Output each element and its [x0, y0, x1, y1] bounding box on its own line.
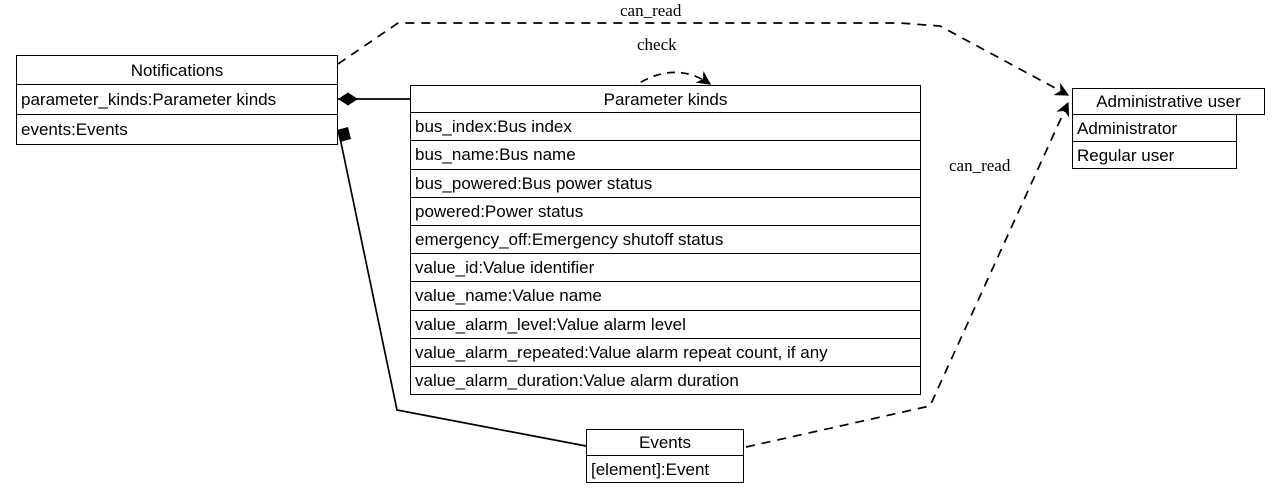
class-attribute-row: parameter_kinds:Parameter kinds — [16, 85, 338, 115]
class-attribute-row: bus_powered:Bus power status — [410, 169, 921, 198]
edge-label-can-read-right: can_read — [949, 156, 1011, 175]
class-attribute-row: powered:Power status — [410, 197, 921, 226]
class-attribute-row: Regular user — [1072, 142, 1237, 169]
class-attribute-row: bus_name:Bus name — [410, 141, 921, 170]
class-attribute-row: events:Events — [16, 115, 338, 145]
class-attribute-row: emergency_off:Emergency shutoff status — [410, 225, 921, 255]
class-attribute-row: value_alarm_repeated:Value alarm repeat … — [410, 338, 921, 367]
class-title-administrative-user: Administrative user — [1072, 88, 1265, 115]
class-box-events[interactable]: Events [element]:Event — [586, 429, 744, 483]
class-box-parameter-kinds[interactable]: Parameter kinds bus_index:Bus index bus_… — [410, 85, 921, 396]
class-box-notifications[interactable]: Notifications parameter_kinds:Parameter … — [16, 55, 338, 145]
class-attribute-row: value_alarm_duration:Value alarm duratio… — [410, 366, 921, 396]
class-title-notifications: Notifications — [16, 55, 338, 85]
edge-label-check: check — [637, 35, 677, 54]
class-attribute-row: value_id:Value identifier — [410, 254, 921, 283]
edge-notifications-composition-parameter-kinds — [338, 92, 410, 106]
edge-label-can-read-top: can_read — [620, 1, 682, 20]
class-attribute-row: bus_index:Bus index — [410, 113, 921, 142]
class-box-administrative-user[interactable]: Administrative user Administrator Regula… — [1072, 88, 1265, 169]
class-title-parameter-kinds: Parameter kinds — [410, 85, 921, 114]
class-attribute-row: [element]:Event — [586, 456, 744, 483]
class-title-events: Events — [586, 429, 744, 456]
class-attribute-row: value_alarm_level:Value alarm level — [410, 310, 921, 339]
class-attribute-row: value_name:Value name — [410, 282, 921, 311]
class-attribute-row: Administrator — [1072, 115, 1237, 142]
